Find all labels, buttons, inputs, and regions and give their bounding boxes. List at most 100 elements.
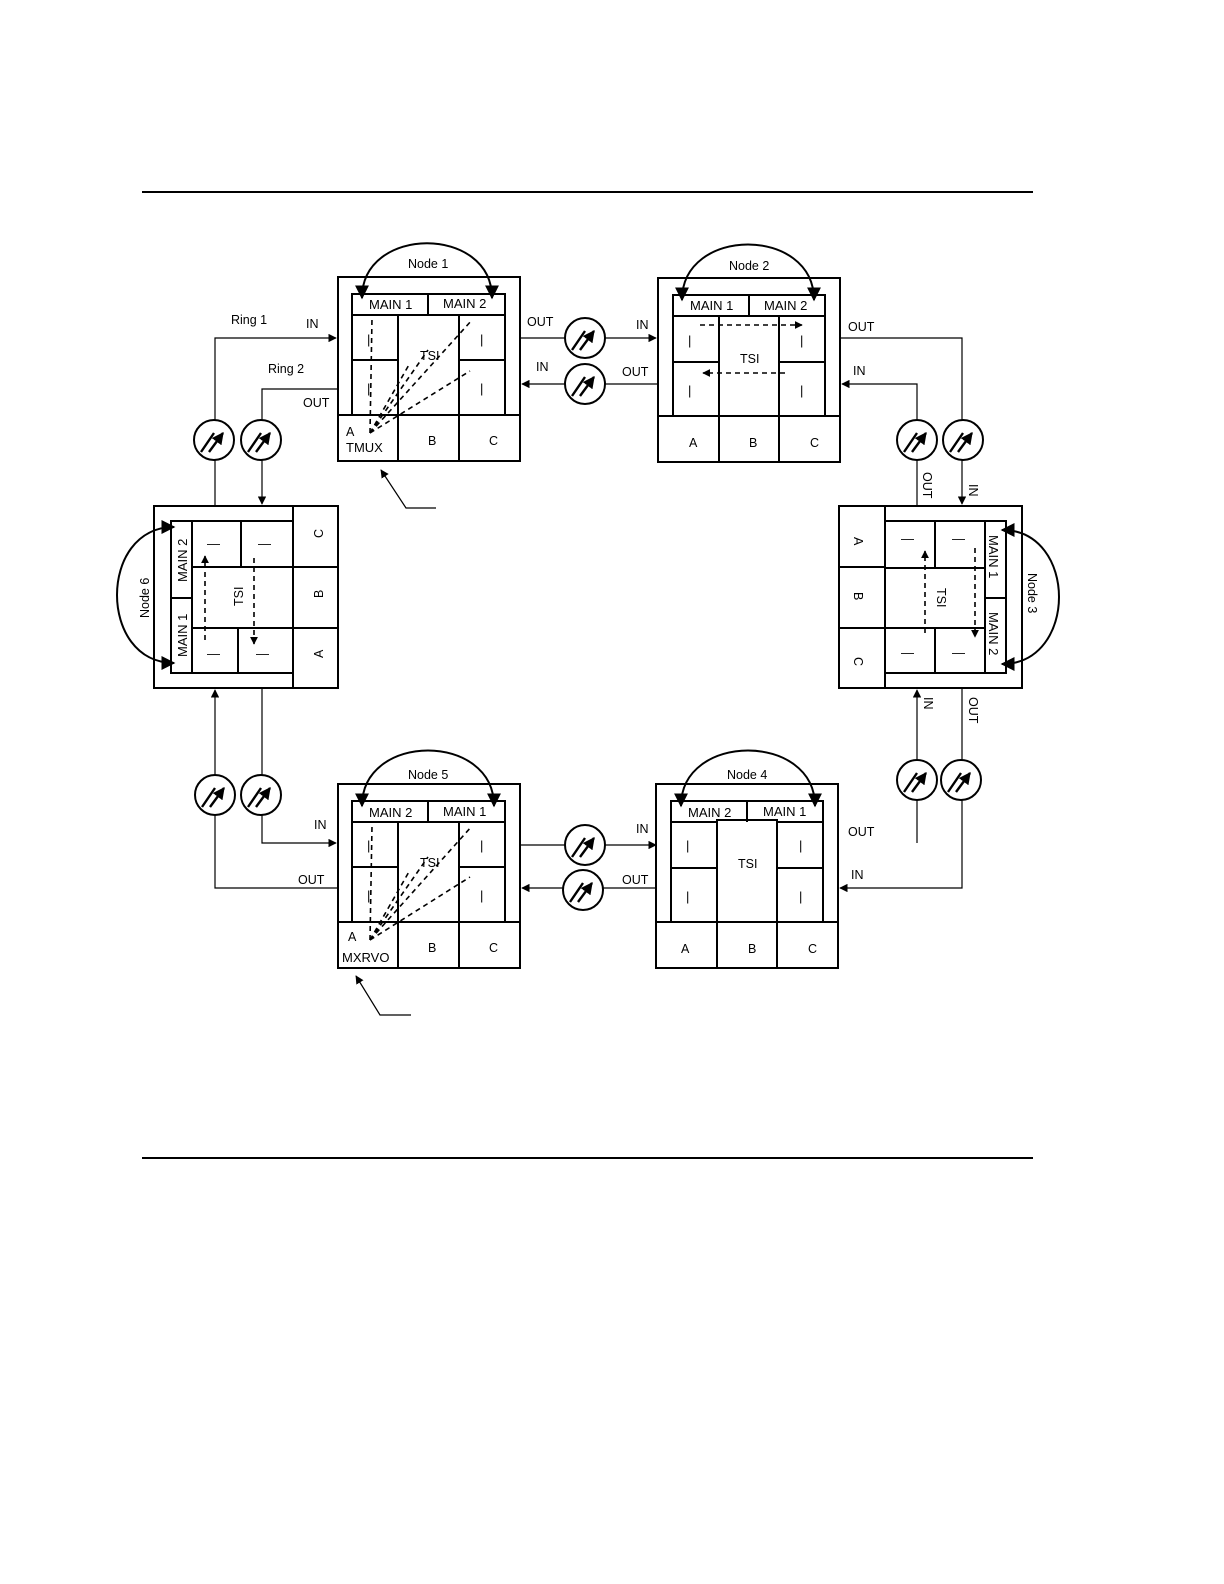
node-2-port-mark: | <box>800 333 803 348</box>
node-2-in-label: IN <box>636 318 649 332</box>
node-6-main-bottom: MAIN 1 <box>175 614 190 657</box>
node-3-label: Node 3 <box>1025 573 1039 613</box>
amplifier-icon <box>562 869 603 911</box>
node-1-port-mark: | <box>367 381 370 396</box>
node-2-port-mark: | <box>688 333 691 348</box>
node-3-main-top: MAIN 1 <box>986 535 1001 578</box>
node-2-out-east-label: OUT <box>848 320 875 334</box>
node-4-out-label: OUT <box>848 825 875 839</box>
node-6-slot-c: C <box>312 529 326 538</box>
node-5-cross-connect-paths <box>369 825 473 941</box>
node-5-port-mark: | <box>367 838 370 853</box>
node-4-in-label: IN <box>851 868 864 882</box>
node-2-slot-a: A <box>689 436 698 450</box>
node-4-main-left: MAIN 2 <box>688 805 731 820</box>
node-1-slot-b: B <box>428 434 436 448</box>
amplifier-icon <box>564 824 605 866</box>
node-3-tsi-label: TSI <box>934 588 948 607</box>
node-1-cross-connect-paths <box>369 317 473 434</box>
node-5-port-mark: | <box>367 888 370 903</box>
node-3-port-mark: — <box>952 645 965 660</box>
node-2-slot-c: C <box>810 436 819 450</box>
node-1-in-label: IN <box>306 317 319 331</box>
node-1-label: Node 1 <box>408 257 448 271</box>
amplifier-icon <box>194 774 235 816</box>
amplifier-icon <box>240 774 281 816</box>
node-6-port-mark: — <box>256 646 269 661</box>
node-1-tsi-label: TSI <box>420 349 439 363</box>
node-2-slot-b: B <box>749 436 757 450</box>
amplifier-icon <box>240 419 281 461</box>
node-2-port-mark: | <box>688 383 691 398</box>
node-5-port-mark: | <box>480 838 483 853</box>
node-5: Node 5 MAIN 2 MAIN 1 TSI | | | | A MXRVO… <box>337 749 521 969</box>
node-4-port-mark: | <box>799 889 802 904</box>
node-4-label: Node 4 <box>727 768 767 782</box>
node-1-out-label: OUT <box>303 396 330 410</box>
node-3-slot-c: C <box>851 657 865 666</box>
node-3-in-top-label: IN <box>966 484 980 497</box>
amplifier-icon <box>193 419 234 461</box>
node-1-port-mark: | <box>367 332 370 347</box>
node-2-label: Node 2 <box>729 259 769 273</box>
amplifier-icon <box>940 759 981 801</box>
node-5-in-label: IN <box>314 818 327 832</box>
node-5-tsi-label: TSI <box>420 856 439 870</box>
node-1-slot-c: C <box>489 434 498 448</box>
node-5-slot-c: C <box>489 941 498 955</box>
node-6: Node 6 MAIN 2 MAIN 1 TSI — — — — C B A <box>116 505 339 689</box>
node-3-out-bottom-label: OUT <box>966 697 980 724</box>
node-1-out-east-label: OUT <box>527 315 554 329</box>
node-3-slot-b: B <box>851 592 865 600</box>
node-6-label: Node 6 <box>138 578 152 618</box>
node-5-label: Node 5 <box>408 768 448 782</box>
node-3-slot-a: A <box>851 537 865 546</box>
amplifier-icon <box>896 759 937 801</box>
node-4-in-west-label: IN <box>636 822 649 836</box>
amplifier-icon <box>564 363 605 405</box>
node-1-slot-a: A <box>346 425 355 439</box>
node-6-port-mark: — <box>207 646 220 661</box>
node-4-port-mark: | <box>799 838 802 853</box>
node-5-slot-a: A <box>348 930 357 944</box>
node-6-main-top: MAIN 2 <box>175 539 190 582</box>
ring-1-label: Ring 1 <box>231 313 267 327</box>
node-3-out-top-label: OUT <box>920 472 934 499</box>
node-3-port-mark: — <box>952 531 965 546</box>
node-5-main-left: MAIN 2 <box>369 805 412 820</box>
node-4-slot-c: C <box>808 942 817 956</box>
node-2-tsi-label: TSI <box>740 352 759 366</box>
node-1-main-left: MAIN 1 <box>369 297 412 312</box>
node-3-port-mark: — <box>901 645 914 660</box>
node-6-slot-b: B <box>312 590 326 598</box>
node-1-in-east-label: IN <box>536 360 549 374</box>
node-6-slot-a: A <box>312 649 326 658</box>
node-5-slot-a-card: MXRVO <box>342 950 389 965</box>
node-4-main-right: MAIN 1 <box>763 804 806 819</box>
node-2-out-label: OUT <box>622 365 649 379</box>
node-5-main-right: MAIN 1 <box>443 804 486 819</box>
amplifier-icon <box>564 317 605 359</box>
node-5-slot-b: B <box>428 941 436 955</box>
amplifier-icon <box>942 419 983 461</box>
port-labels: Ring 1 Ring 2 IN OUT OUT IN IN OUT OUT I… <box>231 313 980 887</box>
node-5-out-label: OUT <box>298 873 325 887</box>
node-4-tsi-label: TSI <box>738 857 757 871</box>
node-3-port-mark: — <box>901 531 914 546</box>
node-1: Node 1 MAIN 1 MAIN 2 TSI | | | | A TMUX … <box>337 242 521 462</box>
node-4-slot-b: B <box>748 942 756 956</box>
node-2-in-east-label: IN <box>853 364 866 378</box>
node-2: Node 2 MAIN 1 MAIN 2 TSI | | | | A B C <box>657 243 841 463</box>
ring-2-label: Ring 2 <box>268 362 304 376</box>
node-2-main-right: MAIN 2 <box>764 298 807 313</box>
node-1-slot-a-card: TMUX <box>346 440 383 455</box>
node-6-port-mark: — <box>258 536 271 551</box>
node-2-port-mark: | <box>800 383 803 398</box>
node-6-port-mark: — <box>207 536 220 551</box>
node-4-port-mark: | <box>686 838 689 853</box>
node-3-in-bottom-label: IN <box>921 697 935 710</box>
optical-amplifiers <box>193 317 983 911</box>
fiber-links <box>210 333 967 1016</box>
node-4: Node 4 MAIN 2 MAIN 1 TSI | | | | A B C <box>655 749 839 969</box>
